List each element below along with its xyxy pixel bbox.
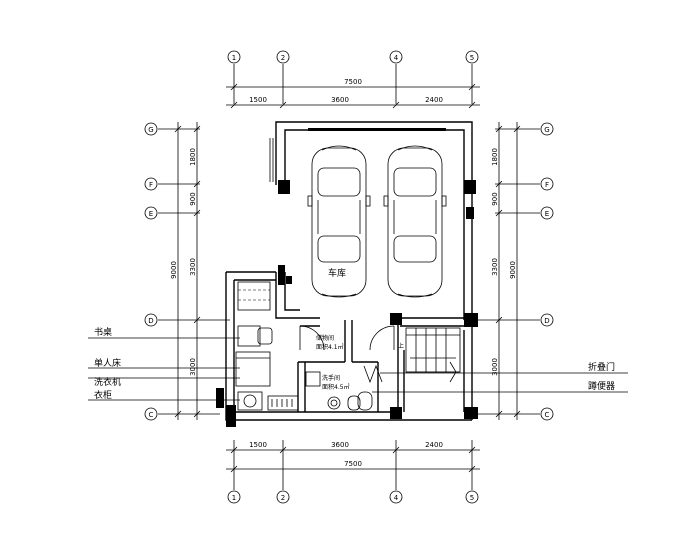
callout-single-bed: 单人床 — [94, 357, 121, 369]
dim-top-seg-1: 1500 — [249, 96, 267, 104]
dim-left-seg-3: 3300 — [189, 258, 197, 276]
axis-label-col-1-bottom: 1 — [232, 494, 236, 502]
axis-bubbles-right: G F E D C — [540, 122, 554, 421]
axis-label-row-d: D — [148, 317, 153, 325]
room-area-storage: 面积4.1㎡ — [316, 343, 344, 351]
dim-bottom-seg-3: 2400 — [425, 441, 443, 449]
dim-right-seg-4: 3000 — [491, 358, 499, 376]
dim-right-seg-2: 900 — [491, 192, 499, 205]
axis-label-row-e-right: E — [545, 210, 549, 218]
axis-label-col-5-bottom: 5 — [470, 494, 474, 502]
dim-bottom-seg-2: 3600 — [331, 441, 349, 449]
axis-label-row-g-right: G — [544, 126, 549, 134]
callout-desk: 书桌 — [94, 326, 112, 338]
walls — [225, 121, 473, 421]
dim-left-seg-4: 3000 — [189, 358, 197, 376]
dim-right-seg-1: 1800 — [491, 148, 499, 166]
dim-bottom-total: 7500 — [344, 460, 362, 468]
dimension-bottom: 1500 3600 2400 7500 — [226, 441, 480, 473]
room-area-washroom: 面积4.5㎡ — [322, 383, 350, 391]
dim-left-seg-1: 1800 — [189, 148, 197, 166]
dim-top-seg-2: 3600 — [331, 96, 349, 104]
axis-label-row-e: E — [149, 210, 153, 218]
dimension-right: 1800 900 3300 3000 9000 — [491, 122, 521, 420]
dim-top-seg-3: 2400 — [425, 96, 443, 104]
dimension-top: 7500 1500 3600 2400 — [226, 78, 480, 109]
washroom: 洗手间 面积4.5㎡ — [305, 364, 383, 411]
dim-left-seg-2: 900 — [189, 192, 197, 205]
callout-washing-machine: 洗衣机 — [94, 376, 121, 388]
axis-bubbles-left: G F E D C — [144, 122, 158, 421]
staircase: 上 — [398, 327, 461, 383]
car-right — [383, 145, 447, 298]
dim-bottom-seg-1: 1500 — [249, 441, 267, 449]
axis-label-row-f: F — [149, 181, 153, 189]
room-label-storage: 储物间 — [316, 334, 334, 342]
room-label-washroom: 洗手间 — [322, 374, 340, 382]
callout-squat-toilet: 蹲便器 — [588, 380, 615, 392]
storage-room: 储物间 面积4.1㎡ — [316, 334, 344, 351]
axis-label-row-c-right: C — [545, 411, 550, 419]
callout-folding-door: 折叠门 — [588, 361, 615, 373]
axis-bubbles-top: 1 2 4 5 — [227, 50, 479, 64]
car-left — [307, 145, 371, 298]
axis-label-col-4-bottom: 4 — [394, 494, 399, 502]
axis-label-col-2: 2 — [281, 54, 285, 62]
dim-top-total: 7500 — [344, 78, 362, 86]
furniture-left-wing — [235, 281, 395, 411]
columns — [216, 180, 478, 427]
dim-right-seg-3: 3300 — [491, 258, 499, 276]
axis-bubbles-bottom: 1 2 4 5 — [227, 490, 479, 504]
axis-label-row-f-right: F — [545, 181, 549, 189]
axis-label-col-5: 5 — [470, 54, 474, 62]
axis-label-row-g: G — [148, 126, 153, 134]
axis-label-row-c: C — [149, 411, 154, 419]
room-label-garage: 车库 — [328, 267, 346, 279]
dimension-left: 9000 1800 900 3300 3000 — [170, 122, 201, 420]
callouts: 书桌 单人床 洗衣机 衣柜 折叠门 蹲便器 — [88, 326, 628, 401]
dim-right-total: 9000 — [509, 261, 517, 279]
axis-grid-lines — [158, 64, 540, 490]
callout-wardrobe: 衣柜 — [94, 389, 112, 401]
axis-label-col-1: 1 — [232, 54, 236, 62]
dim-left-total: 9000 — [170, 261, 178, 279]
axis-label-row-d-right: D — [544, 317, 549, 325]
axis-label-col-4: 4 — [394, 54, 399, 62]
axis-label-col-2-bottom: 2 — [281, 494, 285, 502]
stair-up-mark: 上 — [398, 342, 404, 350]
